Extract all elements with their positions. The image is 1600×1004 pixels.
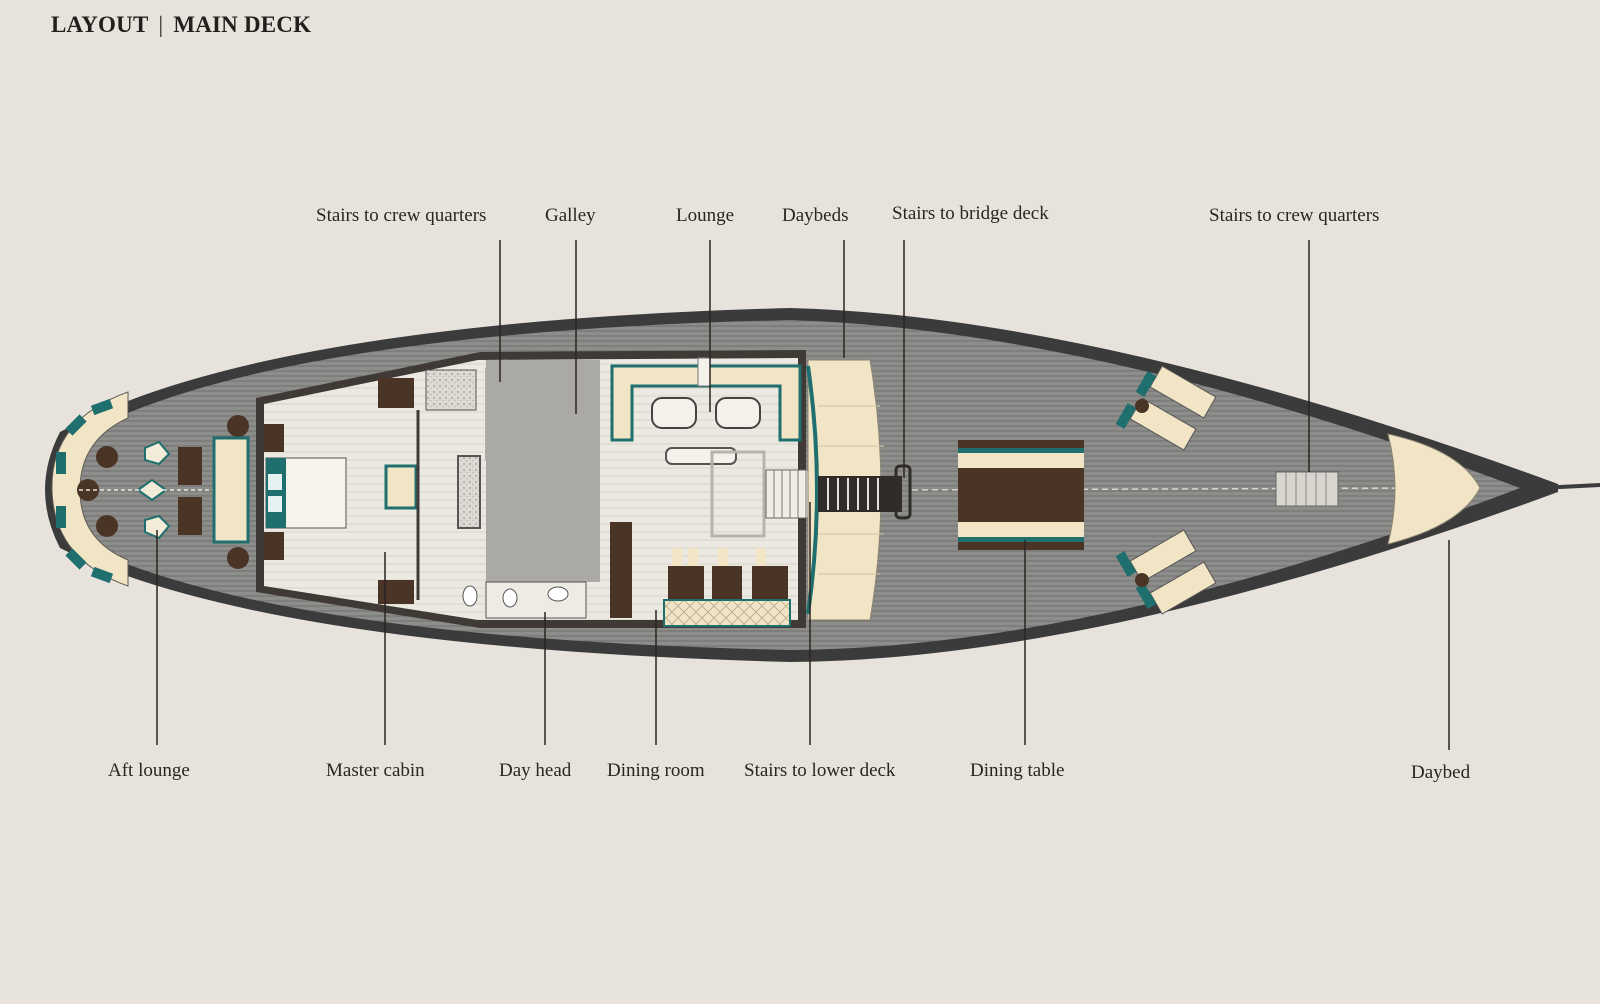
dining-chairs (668, 566, 788, 600)
label-dining-room: Dining room (607, 760, 705, 781)
ensuite-vanity (457, 455, 481, 529)
label-dining-table: Dining table (970, 760, 1065, 781)
aft-cushions (56, 398, 114, 584)
nightstand-1 (264, 424, 284, 452)
label-day-head: Day head (499, 760, 572, 781)
nightstand-2 (264, 532, 284, 560)
ensuite-shower (425, 369, 477, 411)
leader-lines (156, 240, 1450, 750)
wardrobe-2 (378, 580, 414, 604)
title-layout: LAYOUT (51, 12, 149, 37)
label-stairs-bridge-deck: Stairs to bridge deck (892, 203, 1049, 224)
lounge-sofa (610, 364, 802, 442)
day-head (485, 581, 587, 619)
crew-hatch-forward (1275, 471, 1339, 507)
aft-bench (51, 391, 129, 587)
lounge-coffee-table (665, 447, 737, 465)
aft-stools (77, 415, 249, 569)
page-title: LAYOUT | MAIN DECK (51, 12, 311, 38)
label-daybed: Daybed (1411, 762, 1471, 783)
ensuite-toilet (462, 585, 478, 607)
wardrobe-1 (378, 378, 414, 408)
aft-tables (178, 447, 202, 535)
label-stairs-crew-quarters-aft: Stairs to crew quarters (316, 205, 487, 226)
lounge-pouf-2 (715, 397, 761, 429)
label-galley: Galley (545, 205, 596, 226)
dining-banquette (663, 599, 791, 627)
galley (486, 360, 600, 582)
title-main-deck: MAIN DECK (173, 12, 312, 37)
title-separator: | (158, 12, 164, 37)
label-aft-lounge: Aft lounge (108, 760, 190, 781)
stairs-bridge-deck (818, 476, 902, 512)
cabin-armchair (384, 464, 418, 510)
sun-loungers-starboard (1129, 529, 1217, 615)
aft-sofa (212, 436, 250, 544)
lounge-rug (710, 450, 766, 538)
label-stairs-crew-quarters-forward: Stairs to crew quarters (1209, 205, 1380, 226)
lounge-pouf-1 (651, 397, 697, 429)
bow-daybed (1387, 433, 1481, 545)
bowsprit (1539, 483, 1600, 490)
label-lounge: Lounge (676, 205, 735, 226)
label-stairs-lower-deck: Stairs to lower deck (744, 760, 896, 781)
label-master-cabin: Master cabin (326, 760, 425, 781)
label-daybeds: Daybeds (782, 205, 849, 226)
dining-sideboard (610, 522, 632, 618)
